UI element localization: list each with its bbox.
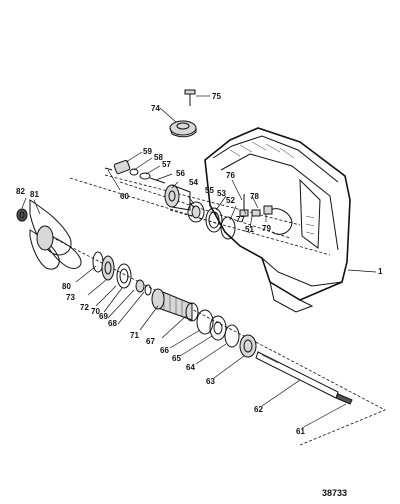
callout-63: 63 xyxy=(206,377,215,386)
callout-57: 57 xyxy=(162,160,171,169)
propeller xyxy=(29,199,82,270)
callout-69: 69 xyxy=(99,312,108,321)
bearing-cup xyxy=(205,207,223,233)
callout-56: 56 xyxy=(176,169,185,178)
callout-62: 62 xyxy=(254,405,263,414)
callout-74: 74 xyxy=(151,104,160,113)
reverse-gear-bearing xyxy=(196,309,227,341)
callout-61: 61 xyxy=(296,427,305,436)
shift-cover xyxy=(169,120,197,138)
callout-68: 68 xyxy=(108,319,117,328)
callout-60: 60 xyxy=(120,192,129,201)
callout-54: 54 xyxy=(189,178,198,187)
callout-70: 70 xyxy=(91,307,100,316)
document-number: 38733 xyxy=(322,488,347,498)
callout-51: 51 xyxy=(245,225,254,234)
shift-components xyxy=(104,159,166,184)
callout-58: 58 xyxy=(154,153,163,162)
o-ring xyxy=(220,216,236,240)
thrust-washer xyxy=(116,263,132,289)
bearing-race xyxy=(224,324,240,348)
prop-nut xyxy=(16,208,28,222)
tapered-bearing xyxy=(239,334,257,358)
callout-1: 1 xyxy=(378,267,383,276)
leader-lines xyxy=(21,95,377,429)
callout-labels: 1 51 52 53 54 55 56 57 58 59 60 61 62 63… xyxy=(16,92,383,436)
propeller-shaft xyxy=(255,351,353,405)
callout-78: 78 xyxy=(250,192,259,201)
clutch-gear-assembly xyxy=(151,288,199,322)
cover-screw xyxy=(184,89,196,106)
callout-79: 79 xyxy=(262,224,271,233)
callout-66: 66 xyxy=(160,346,169,355)
callout-65: 65 xyxy=(172,354,181,363)
callout-72: 72 xyxy=(80,303,89,312)
callout-71: 71 xyxy=(130,331,139,340)
callout-82: 82 xyxy=(16,187,25,196)
callout-52: 52 xyxy=(226,196,235,205)
callout-59: 59 xyxy=(143,147,152,156)
callout-64: 64 xyxy=(186,363,195,372)
spacers xyxy=(135,279,152,296)
pinion-bearing xyxy=(187,201,205,223)
forward-gear-bearing xyxy=(92,251,115,281)
callout-67: 67 xyxy=(146,337,155,346)
callout-80: 80 xyxy=(62,282,71,291)
callout-81: 81 xyxy=(30,190,39,199)
gear-housing xyxy=(204,127,351,313)
callout-76: 76 xyxy=(226,171,235,180)
pinion-gear xyxy=(164,184,191,211)
callout-75: 75 xyxy=(212,92,221,101)
callout-53: 53 xyxy=(217,189,226,198)
callout-77: 77 xyxy=(236,215,245,224)
callout-55: 55 xyxy=(205,186,214,195)
callout-73: 73 xyxy=(66,293,75,302)
